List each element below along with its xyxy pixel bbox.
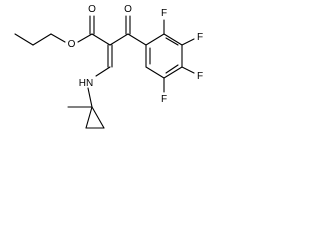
bond-vinyl-n (95, 66, 111, 77)
atom-f-lower-right: F (197, 71, 203, 82)
bond-cyclopropyl-ring-a (85, 106, 93, 129)
bond-n-cyclopropyl (87, 87, 93, 108)
bond-calpha-ketone (109, 33, 129, 46)
atom-ketone-o: O (124, 4, 132, 15)
bond-ring-inner-2 (165, 64, 179, 74)
bond-cf-lower-right (181, 66, 195, 74)
structure-canvas: O O O HN F F F F (14, 4, 203, 129)
bond-ring-5 (145, 66, 165, 79)
atom-f-bottom: F (161, 94, 167, 105)
atom-ester-o: O (68, 39, 76, 50)
atom-labels: O O O HN F F F F (68, 4, 203, 105)
bonds (14, 15, 195, 129)
atom-f-upper-right: F (197, 32, 203, 43)
bond-ketone-ring (127, 33, 147, 46)
molecule-structure: O O O HN F F F F (14, 4, 203, 129)
bond-ring-inner-1 (165, 37, 179, 46)
bond-ethyl-o (50, 33, 66, 43)
bond-ethyl-ch2 (32, 33, 52, 46)
bond-o-carbonyl (77, 33, 93, 43)
bond-ring-4 (163, 66, 183, 79)
bond-ring-1 (145, 33, 165, 46)
atom-nh: HN (79, 78, 93, 89)
bond-cf-upper-right (181, 38, 195, 46)
bond-ethyl-ch3 (14, 33, 34, 46)
bond-ring-2 (163, 33, 183, 46)
atom-f-top: F (161, 8, 167, 19)
bond-cyclopropyl-ring-c (91, 106, 105, 129)
atom-carbonyl-o: O (88, 4, 96, 15)
bond-carbonyl-calpha (91, 33, 111, 46)
